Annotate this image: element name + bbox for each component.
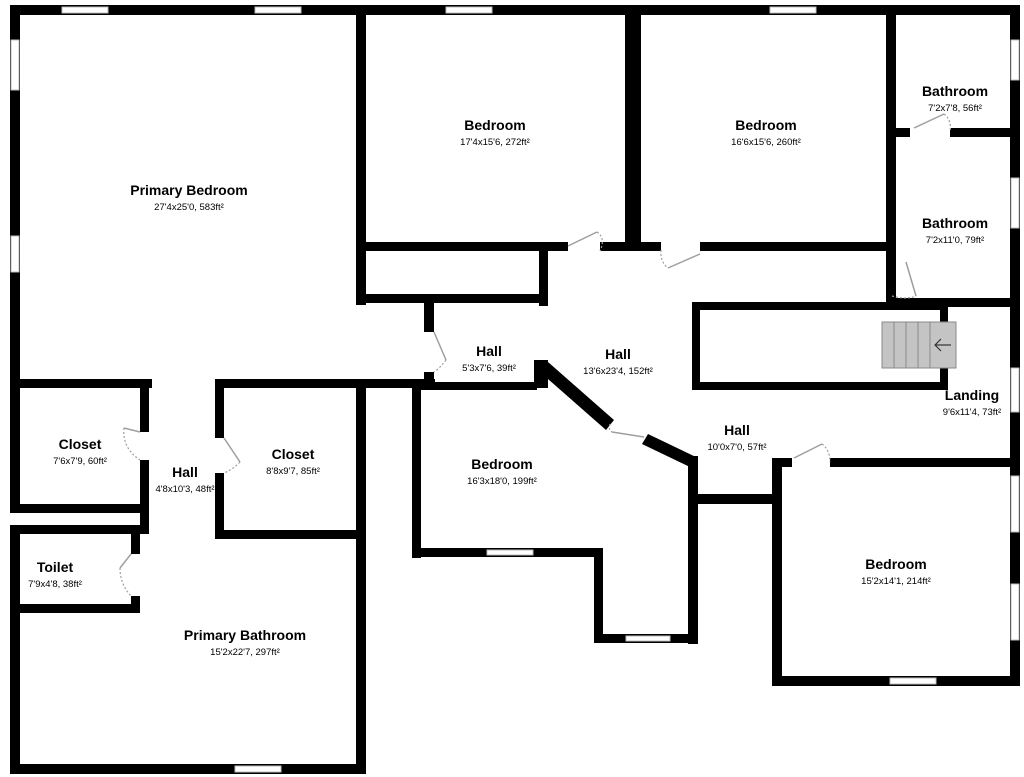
room-bathroom-top: Bathroom 7'2x7'8, 56ft² [922, 83, 988, 114]
room-name: Hall [476, 343, 502, 359]
window [1010, 583, 1020, 641]
window [1010, 367, 1020, 413]
window [769, 6, 817, 14]
windows [10, 6, 1020, 773]
room-name: Hall [724, 422, 750, 438]
room-dimensions: 7'2x11'0, 79ft² [926, 235, 984, 246]
room-bathroom-mid: Bathroom 7'2x11'0, 79ft² [922, 215, 988, 246]
room-dimensions: 9'6x11'4, 73ft² [943, 407, 1001, 418]
room-closet-left: Closet 7'6x7'9, 60ft² [53, 436, 107, 467]
arrow-left-icon [934, 338, 951, 352]
room-name: Hall [172, 464, 198, 480]
room-name: Bedroom [865, 556, 926, 572]
room-closet-right: Closet 8'8x9'7, 85ft² [266, 446, 320, 477]
window [889, 677, 937, 685]
window [1010, 177, 1020, 229]
room-name: Bathroom [922, 215, 988, 231]
room-name: Closet [272, 446, 315, 462]
room-dimensions: 7'6x7'9, 60ft² [53, 456, 107, 467]
room-dimensions: 13'6x23'4, 152ft² [583, 366, 653, 377]
room-primary-bathroom: Primary Bathroom 15'2x22'7, 297ft² [184, 627, 306, 658]
room-dimensions: 15'2x14'1, 214ft² [861, 576, 931, 587]
window [1010, 39, 1020, 81]
window [10, 235, 20, 273]
room-dimensions: 4'8x10'3, 48ft² [155, 484, 214, 495]
window [254, 6, 302, 14]
room-landing: Landing 9'6x11'4, 73ft² [943, 387, 1001, 418]
room-name: Closet [59, 436, 102, 452]
room-name: Landing [945, 387, 999, 403]
room-dimensions: 16'6x15'6, 260ft² [731, 137, 801, 148]
room-dimensions: 17'4x15'6, 272ft² [460, 137, 530, 148]
room-dimensions: 7'2x7'8, 56ft² [928, 103, 982, 114]
room-dimensions: 27'4x25'0, 583ft² [154, 202, 224, 213]
room-hall-main: Hall 13'6x23'4, 152ft² [583, 346, 653, 377]
room-name: Bedroom [735, 117, 796, 133]
room-name: Bathroom [922, 83, 988, 99]
room-name: Bedroom [464, 117, 525, 133]
room-hall-west: Hall 4'8x10'3, 48ft² [155, 464, 214, 495]
window [10, 39, 20, 91]
room-bedroom-top-1: Bedroom 17'4x15'6, 272ft² [460, 117, 530, 148]
room-dimensions: 5'3x7'6, 39ft² [462, 363, 516, 374]
room-bedroom-top-2: Bedroom 16'6x15'6, 260ft² [731, 117, 801, 148]
room-dimensions: 15'2x22'7, 297ft² [210, 647, 280, 658]
window [625, 635, 671, 642]
room-primary-bedroom: Primary Bedroom 27'4x25'0, 583ft² [130, 182, 247, 213]
window [486, 549, 534, 556]
room-bedroom-center: Bedroom 16'3x18'0, 199ft² [467, 456, 537, 487]
window [61, 6, 109, 14]
room-hall-east: Hall 10'0x7'0, 57ft² [707, 422, 766, 453]
window [445, 6, 493, 14]
walls [10, 5, 1020, 774]
room-dimensions: 16'3x18'0, 199ft² [467, 476, 537, 487]
room-bedroom-southeast: Bedroom 15'2x14'1, 214ft² [861, 556, 931, 587]
window [1010, 475, 1020, 533]
room-name: Bedroom [471, 456, 532, 472]
window [234, 765, 282, 773]
room-toilet: Toilet 7'9x4'8, 38ft² [28, 559, 82, 590]
room-dimensions: 8'8x9'7, 85ft² [266, 466, 320, 477]
room-name: Hall [605, 346, 631, 362]
room-hall-small: Hall 5'3x7'6, 39ft² [462, 343, 516, 374]
room-name: Primary Bedroom [130, 182, 247, 198]
room-labels: Primary Bedroom 27'4x25'0, 583ft² Bedroo… [28, 83, 1001, 658]
room-dimensions: 10'0x7'0, 57ft² [707, 442, 766, 453]
room-dimensions: 7'9x4'8, 38ft² [28, 579, 82, 590]
doors [119, 113, 951, 597]
room-name: Toilet [37, 559, 74, 575]
room-name: Primary Bathroom [184, 627, 306, 643]
staircase [881, 321, 957, 369]
